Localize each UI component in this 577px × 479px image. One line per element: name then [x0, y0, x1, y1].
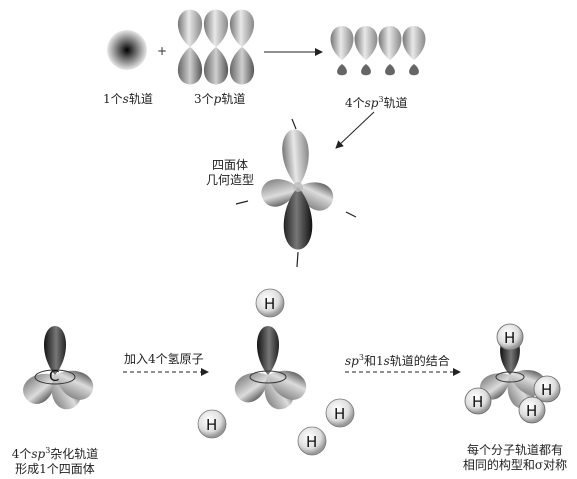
hydrogen-atom: H: [325, 398, 355, 428]
sp3-hybrid-tetrahedron: [17, 326, 98, 415]
tetra-label-line-2: 几何造型: [205, 173, 254, 187]
hydrogen-atom: H: [255, 288, 285, 318]
hydrogen-atom: H: [197, 409, 227, 439]
arrow-to-tetrahedron: [335, 111, 375, 149]
svg-text:H: H: [472, 393, 483, 411]
s-orbital-label: 1个s轨道: [103, 92, 153, 106]
hydrogen-atom: H: [297, 426, 327, 456]
sp3-orbital-label: 4个sp3轨道: [345, 95, 408, 110]
tetrahedral-geometry: [235, 118, 357, 268]
sp3-orbital-group: [330, 26, 426, 76]
svg-text:H: H: [504, 329, 515, 347]
svg-text:H: H: [264, 295, 275, 313]
tetrahedral-geometry-label: 四面体 几何造型: [200, 158, 260, 188]
carbon-atom-label: C: [49, 367, 59, 385]
sp3-hybrid-label-line-2: 形成1个四面体: [15, 462, 95, 476]
sp3-hybrid-label: 4个sp3杂化轨道 形成1个四面体: [0, 443, 110, 477]
p-orbital-label: 3个p轨道: [194, 92, 246, 106]
add-hydrogen-label: 加入4个氢原子: [124, 352, 204, 366]
s-orbital: [107, 30, 147, 70]
svg-text:H: H: [334, 405, 345, 423]
svg-text:H: H: [526, 402, 537, 420]
tetra-label-line-1: 四面体: [211, 158, 248, 172]
p-orbital: [177, 9, 203, 85]
p-orbital-group: [177, 9, 255, 85]
sp3-orbital: [378, 26, 402, 76]
sp3-orbital: [354, 26, 378, 76]
sp3-hybrid-label-line-1: 4个sp3杂化轨道: [11, 446, 99, 461]
svg-text:H: H: [541, 381, 552, 399]
sp3-orbital: [402, 26, 426, 76]
molecular-orbital-label: 每个分子轨道都有 相同的构型和σ对称: [455, 443, 575, 473]
molecular-orbital-label-line-1: 每个分子轨道都有: [466, 443, 563, 457]
combine-label: sp3和1s轨道的结合: [345, 353, 450, 368]
svg-text:H: H: [206, 416, 217, 434]
tetrahedron-with-hydrogens: [229, 326, 311, 415]
plus-sign: +: [157, 44, 167, 58]
hydrogen-atom: H: [496, 323, 524, 351]
methane-molecule: [475, 335, 550, 414]
molecular-orbital-label-line-2: 相同的构型和σ对称: [462, 458, 568, 472]
hydrogen-atom: H: [464, 387, 492, 415]
p-orbital: [229, 9, 255, 85]
p-orbital: [203, 9, 229, 85]
hydrogen-atom: H: [533, 375, 561, 403]
svg-text:H: H: [306, 433, 317, 451]
hydrogen-atom: H: [518, 396, 546, 424]
sp3-orbital: [330, 26, 354, 76]
